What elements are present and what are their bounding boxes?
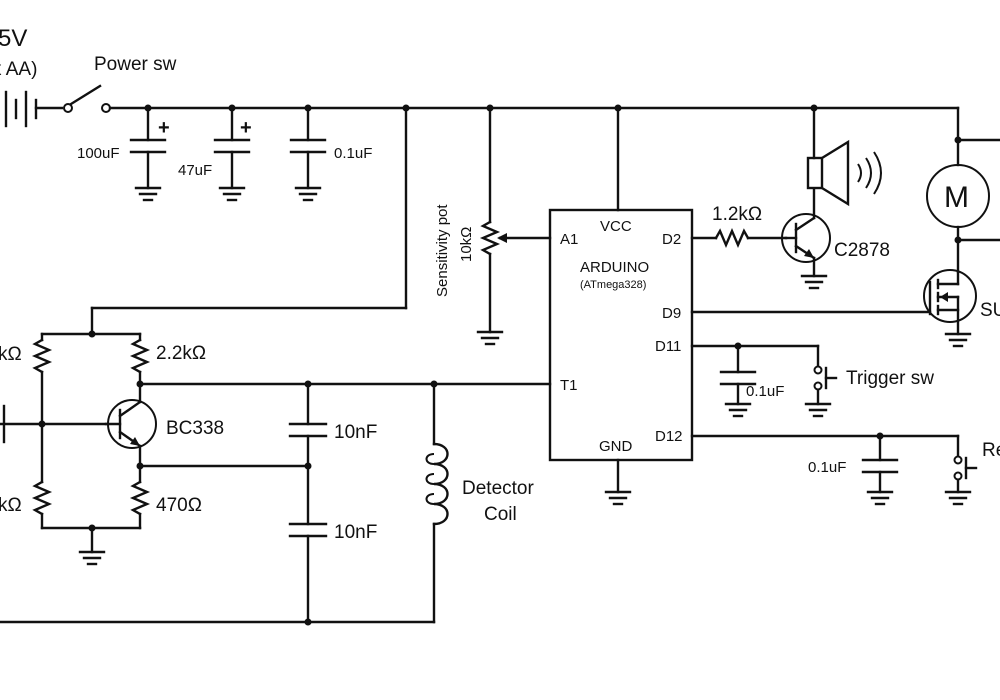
battery-cells-label: x AA)	[0, 59, 37, 80]
motor-label: M	[944, 181, 969, 214]
resistor-left-bottom	[31, 422, 53, 530]
pin-d2: D2	[662, 231, 681, 248]
transistor-bc338-label: BC338	[166, 418, 224, 439]
capacitor-0.1uF-trigger	[719, 344, 757, 418]
pot-label-line1: Sensitivity pot	[434, 204, 451, 297]
pin-d12: D12	[655, 428, 683, 445]
arduino-chip: (ATmega328)	[580, 279, 646, 291]
cap-0.1uF-supply-label: 0.1uF	[334, 145, 372, 162]
arduino-name: ARDUINO	[580, 259, 649, 276]
resistor-1.2k	[714, 227, 788, 249]
mosfet-symbol	[923, 269, 977, 336]
ground-mosfet	[944, 332, 972, 348]
capacitor-100uF	[129, 104, 167, 202]
pin-vcc: VCC	[600, 218, 632, 235]
detector-coil	[425, 382, 449, 624]
cap-100uF-label: 100uF	[77, 145, 120, 162]
resistor-2.2k-label: 2.2kΩ	[156, 343, 206, 364]
ground-arduino	[604, 458, 632, 506]
trigger-switch-label: Trigger sw	[846, 368, 934, 389]
plus-100uF: +	[158, 117, 170, 139]
cap-10nF-bottom-label: 10nF	[334, 522, 377, 543]
power-switch	[63, 84, 111, 113]
resistor-1.2k-label: 1.2kΩ	[712, 204, 762, 225]
pin-d9: D9	[662, 305, 681, 322]
resistor-left-top	[31, 332, 53, 426]
pin-t1: T1	[560, 377, 578, 394]
arduino-block	[548, 208, 694, 462]
coil-label-line1: Detector	[462, 478, 534, 499]
capacitor-0.1uF-supply	[289, 104, 327, 202]
pot-label-line2: 10kΩ	[458, 227, 475, 262]
speaker-icon	[806, 106, 850, 207]
resistor-left-top-label: kΩ	[0, 344, 22, 365]
transistor-c2878-label: C2878	[834, 240, 890, 261]
cap-47uF-label: 47uF	[178, 162, 212, 179]
plus-47uF: +	[240, 117, 252, 139]
capacitor-0.1uF-reset	[861, 434, 899, 506]
transistor-bc338	[104, 382, 157, 468]
capacitor-47uF	[213, 104, 251, 202]
trigger-switch	[804, 344, 838, 418]
battery-voltage-label: 5V	[0, 25, 27, 52]
cap-10nF-top-label: 10nF	[334, 422, 377, 443]
pin-gnd: GND	[599, 438, 633, 455]
ground-oscillator	[78, 526, 106, 566]
resistor-470-label: 470Ω	[156, 495, 202, 516]
mosfet-label: SU	[980, 300, 1000, 321]
pin-a1: A1	[560, 231, 578, 248]
battery-symbol	[4, 90, 64, 128]
resistor-470	[129, 464, 151, 530]
resistor-2.2k	[129, 332, 151, 386]
power-switch-label: Power sw	[94, 54, 177, 75]
sound-waves-icon	[857, 151, 882, 195]
resistor-left-bottom-label: kΩ	[0, 495, 22, 516]
coil-label-line2: Coil	[484, 504, 517, 525]
reset-switch	[944, 434, 978, 506]
potentiometer-sensitivity	[476, 106, 552, 346]
capacitor-10nF-bottom	[288, 464, 328, 624]
cap-0.1uF-reset-label: 0.1uF	[808, 459, 846, 476]
cap-0.1uF-trigger-label: 0.1uF	[746, 383, 784, 400]
reset-switch-label: Re	[982, 440, 1000, 461]
transistor-c2878	[781, 188, 831, 290]
capacitor-10nF-top	[288, 382, 328, 468]
pin-d11: D11	[655, 338, 681, 355]
